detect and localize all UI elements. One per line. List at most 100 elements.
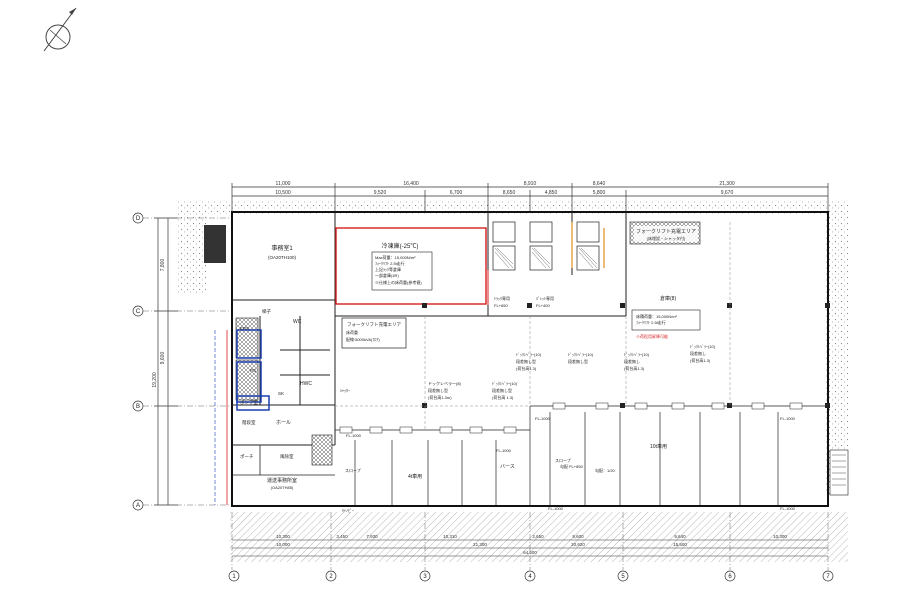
leveler-3-a: ﾄﾞｯｸﾚﾍﾞﾗｰ(10) (516, 351, 542, 357)
top-dimensions (231, 183, 829, 212)
grid-col-5-bubble (617, 570, 629, 582)
room-office1-sub: (OA20TH100) (268, 255, 297, 260)
freezer-note-4: 一部倉庫(4R) (375, 272, 399, 278)
grid-col-2-bubble (325, 570, 337, 582)
building-outline (231, 211, 829, 507)
dim-left-3: 19,200 (152, 372, 158, 388)
room-office1: 事務室1 (271, 244, 293, 252)
room-sk: SK (278, 391, 284, 396)
grid-col-7-bubble (822, 570, 834, 582)
fl-2: FL-1000 (496, 448, 512, 453)
forklift-charge-top-2: (床埋設・シャッタ付) (647, 235, 686, 241)
fl-1: FL-1000 (346, 433, 362, 438)
site-edge-top (178, 200, 848, 214)
freezer-note-3: 上記ﾗｯｸ等倉庫 (375, 266, 401, 272)
equipment-block (204, 225, 226, 263)
site-edge-right (826, 205, 850, 495)
dim-bot-2: 3,450 (336, 534, 348, 539)
leveler-5-b: 段差無し (624, 358, 640, 364)
leveler-4-a: ﾄﾞｯｸﾚﾍﾞﾗｰ(10) (568, 351, 594, 357)
forklift-charge-label-bg (634, 226, 698, 242)
grid-col-4: 4 (528, 574, 532, 580)
right-stair (829, 449, 849, 496)
grid-col-5: 5 (621, 574, 625, 580)
forklift-mid-2: 配線:5000kVA(ﾌﾛｱ) (346, 336, 380, 342)
leveler-3-b: 段差無し型 (516, 358, 536, 364)
room-entrance: 風除室 (280, 453, 294, 460)
room-ps: PS (250, 368, 256, 373)
pump-room-outline (236, 395, 270, 411)
room-freezer: 冷凍庫(-25℃) (382, 242, 419, 250)
north-arrow-icon (43, 7, 77, 52)
grid-col-6-bubble (724, 570, 736, 582)
leveler-4-b: 段差無し型 (568, 358, 588, 364)
dock-levelers (339, 402, 803, 434)
room-eps: EPS (240, 326, 249, 331)
grid-col-7: 7 (826, 574, 830, 580)
room-pump: ポンプ室 (240, 399, 258, 406)
grid-col-6: 6 (728, 574, 732, 580)
dim-top-d3: 6,700 (450, 190, 463, 196)
warehouse-note-2: ﾌｫｰｸﾘﾌﾄ 2.5t走行 (636, 319, 666, 325)
room-office2: 運送事務所室 (267, 477, 297, 484)
warehouse-note-1: 床積荷重：15,000N/m² (636, 313, 678, 319)
dim-top-5: 21,300 (719, 181, 735, 187)
leveler-3-c: (荷台高1.3) (516, 365, 537, 371)
dim-bot-4: 10,310 (443, 534, 457, 539)
dim-left-2: 9,600 (160, 352, 166, 365)
dim-top-d6: 5,800 (593, 190, 606, 196)
leveler-6-c: (荷台高1.3) (690, 357, 711, 363)
dim-bot-6: 9,600 (572, 534, 584, 539)
grid-col-1-bubble (228, 570, 240, 582)
lift-note-1: ﾄﾗｯｸ専用 (494, 295, 510, 301)
leveler-2-c: (荷台高 1.3) (492, 394, 514, 400)
warehouse-note-box (631, 309, 701, 331)
bay-lines (335, 222, 731, 430)
columns (422, 303, 830, 408)
leveler-2-a: ﾄﾞｯｸﾚﾍﾞﾗｰ(10) (492, 380, 518, 386)
leveler-6-a: ﾄﾞｯｸﾚﾍﾞﾗｰ(10) (690, 343, 716, 349)
dim-top-d4: 8,650 (503, 190, 516, 196)
site-paving-bottom (230, 512, 848, 562)
leveler-1-a: ドックレベラー(8) (428, 380, 462, 386)
room-wc: WC (293, 319, 302, 325)
grid-row-b: B (136, 404, 140, 410)
lift-hatch (494, 247, 598, 269)
room-stairs: 階段室 (242, 419, 256, 426)
dim-top-d5: 4,850 (545, 190, 558, 196)
leveler-1-b: 段差無し型 (428, 387, 448, 393)
lift-note-2: FL+650 (494, 303, 508, 308)
stair-hatch-1 (235, 317, 259, 359)
forklift-charge-top: フォークリフト充電エリア (636, 228, 696, 235)
dim-top-2: 16,400 (403, 181, 419, 187)
dock-lifts (492, 221, 600, 271)
dim-top-1: 11,000 (276, 181, 291, 187)
room-hall: ホール (276, 420, 291, 426)
dim-bot-7: 9,640 (674, 534, 686, 539)
dim-top-4: 8,640 (593, 181, 606, 187)
dim-top-d1: 10,500 (275, 190, 291, 196)
fl-4: FL-1000 (780, 416, 796, 421)
room-hwc: HWC (300, 381, 312, 387)
pallet-note-2: FL+400 (536, 303, 550, 308)
pallet-note-1: ﾊﾟﾚｯﾄ専用 (536, 295, 554, 301)
left-dimensions (154, 217, 178, 506)
dim-bot2-1: 10,000 (276, 542, 290, 547)
parking-4t: 4t車用 (408, 473, 422, 480)
dim-top-3: 8,910 (524, 181, 537, 187)
fl-3: FL-1000 (535, 416, 551, 421)
forklift-charge-mid: フォークリフト充電エリア (347, 321, 401, 328)
dim-bot-1: 10,300 (276, 534, 290, 539)
grid-row-a: A (136, 503, 140, 509)
grid-row-c: C (136, 309, 141, 315)
freezer-outline (335, 227, 487, 305)
leveler-5-c: (荷台高1.3) (624, 365, 645, 371)
freezer-note-5: ※仕様上の床荷重(参考値) (375, 279, 422, 285)
berth-label: バース (500, 464, 515, 470)
entrance-stair (311, 434, 333, 466)
dim-bot2-2: 21,300 (473, 542, 487, 547)
dim-bot2-4: 15,500 (673, 542, 687, 547)
grid-col-3: 3 (423, 574, 427, 580)
freezer-note-1: Max荷重：15,000N/m² (375, 254, 416, 260)
room-ladder: 梯子 (262, 308, 271, 315)
